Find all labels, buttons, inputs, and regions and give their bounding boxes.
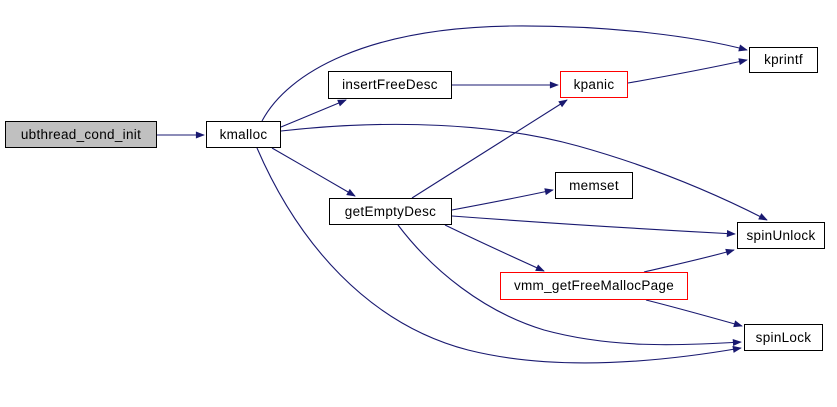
- edge-getEmptyDesc-to-vmm_getFreeMallocPage: [444, 224, 545, 272]
- node-label: vmm_getFreeMallocPage: [513, 278, 675, 294]
- node-label: kpanic: [573, 76, 615, 92]
- node-label: ubthread_cond_init: [20, 126, 142, 142]
- edge-kmalloc-to-kprintf: [261, 25, 748, 122]
- node-getEmptyDesc[interactable]: getEmptyDesc: [329, 198, 452, 225]
- edge-kpanic-to-kprintf: [627, 58, 748, 84]
- edge-getEmptyDesc-to-kpanic: [411, 99, 568, 199]
- node-label: kmalloc: [219, 126, 268, 142]
- node-label: kprintf: [764, 52, 803, 68]
- edge-vmm_getFreeMallocPage-to-spinLock: [645, 299, 743, 328]
- node-insertFreeDesc[interactable]: insertFreeDesc: [328, 71, 452, 99]
- node-kpanic[interactable]: kpanic: [560, 71, 628, 98]
- node-vmm_getFreeMallocPage[interactable]: vmm_getFreeMallocPage: [500, 272, 688, 300]
- edge-group: [157, 25, 768, 364]
- edge-getEmptyDesc-to-spinLock: [397, 224, 742, 347]
- node-kmalloc[interactable]: kmalloc: [206, 121, 281, 148]
- edge-kmalloc-to-getEmptyDesc: [271, 147, 356, 197]
- edge-getEmptyDesc-to-memset: [451, 188, 554, 211]
- node-ubthread_cond_init: ubthread_cond_init: [5, 121, 157, 148]
- node-label: memset: [569, 177, 619, 193]
- edge-kmalloc-to-insertFreeDesc: [280, 99, 347, 128]
- node-label: spinLock: [755, 329, 812, 345]
- node-kprintf[interactable]: kprintf: [749, 47, 818, 73]
- node-label: getEmptyDesc: [344, 203, 437, 219]
- edge-vmm_getFreeMallocPage-to-spinUnlock: [643, 248, 735, 273]
- edge-getEmptyDesc-to-spinUnlock: [451, 215, 736, 238]
- node-spinLock[interactable]: spinLock: [744, 324, 823, 351]
- node-memset[interactable]: memset: [555, 172, 633, 199]
- edge-kmalloc-to-spinUnlock: [280, 123, 768, 221]
- node-spinUnlock[interactable]: spinUnlock: [737, 222, 825, 249]
- node-label: insertFreeDesc: [342, 77, 438, 93]
- node-label: spinUnlock: [746, 227, 816, 243]
- edge-kmalloc-to-spinLock: [256, 147, 742, 364]
